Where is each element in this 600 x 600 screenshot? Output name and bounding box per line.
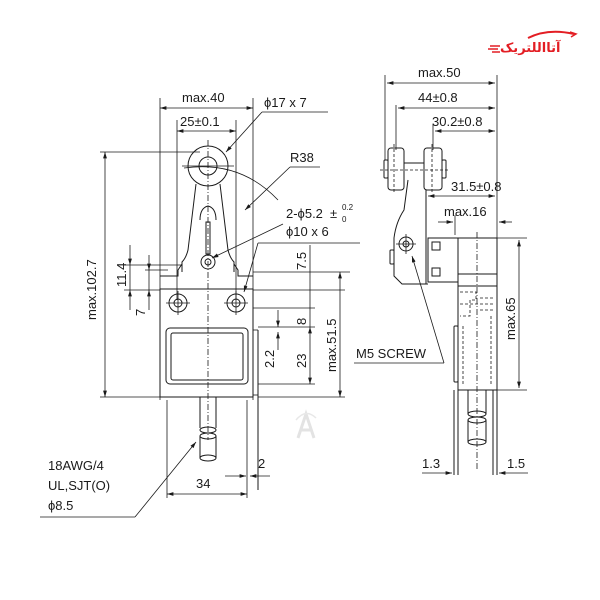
dim-max-65: max.65 bbox=[503, 297, 518, 340]
dim-7-5: 7.5 bbox=[294, 252, 309, 270]
dim-8: 8 bbox=[294, 318, 309, 325]
dim-r38: R38 bbox=[290, 150, 314, 165]
dim-34: 34 bbox=[196, 476, 210, 491]
dim-7: 7 bbox=[133, 309, 148, 316]
dim-2: 2 bbox=[258, 456, 265, 471]
dim-roller: ϕ17 x 7 bbox=[264, 95, 307, 110]
front-view: max.40 25±0.1 ϕ17 x 7 R38 bbox=[40, 90, 360, 518]
dim-23: 23 bbox=[294, 354, 309, 368]
cable-label-line-3: ϕ8.5 bbox=[48, 498, 73, 513]
dim-max-51-5: max.51.5 bbox=[324, 319, 339, 372]
dim-11-4: 11.4 bbox=[114, 263, 129, 287]
dim-2-2: 2.2 bbox=[262, 350, 277, 368]
watermark-logo bbox=[295, 409, 317, 439]
brand-logo: آتااللتریک bbox=[488, 30, 578, 56]
dim-counterbore: ϕ10 x 6 bbox=[286, 224, 329, 239]
dim-max-50: max.50 bbox=[418, 65, 461, 80]
cable-label-line-2: UL,SJT(O) bbox=[48, 478, 110, 493]
dim-1-3: 1.3 bbox=[422, 456, 440, 471]
dim-30-2: 30.2±0.8 bbox=[432, 114, 483, 129]
dim-max-102-7: max.102.7 bbox=[84, 259, 99, 320]
side-view: max.50 44±0.8 30.2±0.8 bbox=[354, 65, 528, 475]
dim-25: 25±0.1 bbox=[180, 114, 220, 129]
logo-text: آتااللتریک bbox=[500, 39, 561, 56]
dim-31-5: 31.5±0.8 bbox=[451, 179, 502, 194]
dim-max-16: max.16 bbox=[444, 204, 487, 219]
screw-label: M5 SCREW bbox=[356, 346, 427, 361]
dim-mount-hole: 2-ϕ5.2 bbox=[286, 206, 323, 221]
dim-44: 44±0.8 bbox=[418, 90, 458, 105]
dim-max-40: max.40 bbox=[182, 90, 225, 105]
dim-mount-hole-tol-upper: 0.2 bbox=[342, 203, 354, 212]
dim-mount-hole-tol-lower: 0 bbox=[342, 215, 347, 224]
cable-label-line-1: 18AWG/4 bbox=[48, 458, 104, 473]
dim-1-5: 1.5 bbox=[507, 456, 525, 471]
svg-text:±: ± bbox=[330, 206, 337, 221]
